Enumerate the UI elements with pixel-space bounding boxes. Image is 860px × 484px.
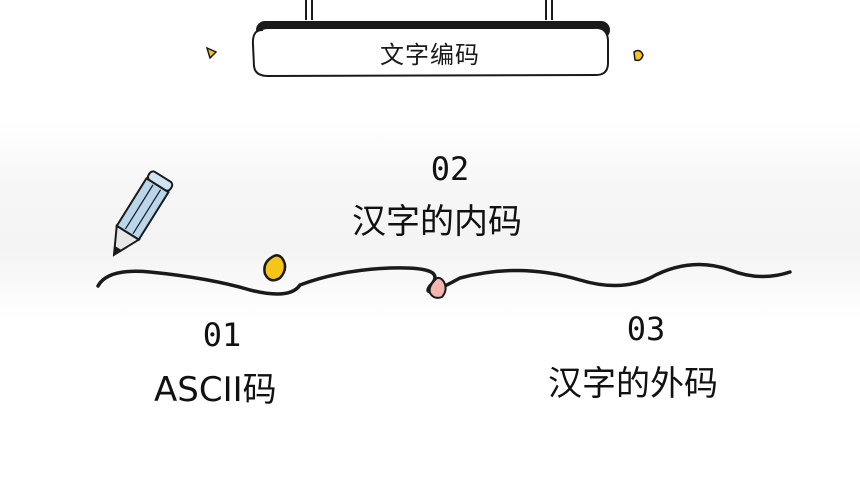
pencil-icon	[112, 170, 174, 257]
item-number-01: 01	[202, 316, 242, 354]
item-label-02: 汉字的内码	[352, 202, 522, 242]
sign-hanger	[305, 0, 553, 20]
item-number-03: 03	[626, 310, 666, 348]
pink-drop-marker	[428, 276, 447, 299]
item-label-03: 汉字的外码	[548, 364, 718, 404]
spark-right-icon	[633, 49, 644, 62]
yellow-drop-marker	[263, 254, 287, 282]
spark-left-icon	[205, 46, 218, 60]
page-title: 文字编码	[380, 40, 480, 69]
title-banner	[251, 21, 610, 78]
item-number-02: 02	[430, 150, 470, 188]
item-label-01: ASCII码	[154, 370, 277, 410]
